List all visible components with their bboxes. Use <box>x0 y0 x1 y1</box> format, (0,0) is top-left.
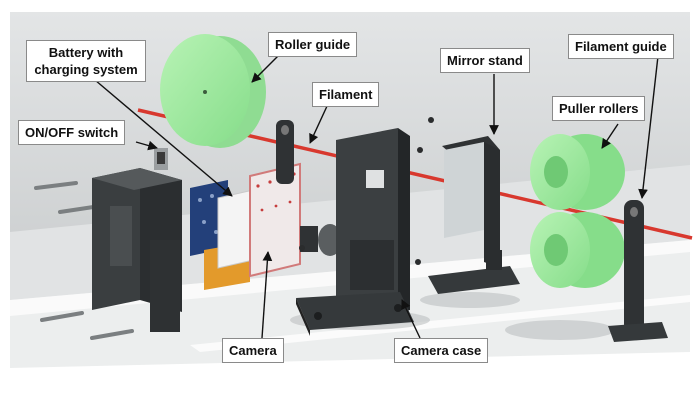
leader-puller-rollers <box>601 123 619 149</box>
leader-camera-case <box>401 299 421 339</box>
puller-rollers-part <box>530 134 625 288</box>
leader-lines <box>94 53 659 339</box>
front-guide-part <box>276 120 294 184</box>
label-filament-guide: Filament guide <box>568 34 674 59</box>
label-filament: Filament <box>312 82 380 107</box>
leader-filament <box>309 103 329 144</box>
label-switch: ON/OFF switch <box>18 120 126 145</box>
switch-part <box>154 148 168 170</box>
label-mirror-stand: Mirror stand <box>440 48 530 73</box>
leader-roller-guide <box>251 53 281 83</box>
leader-camera <box>261 251 273 339</box>
small-screws <box>299 117 434 265</box>
battery-housing-part <box>92 168 182 332</box>
mirror-stand-part <box>428 136 520 294</box>
label-camera: Camera <box>222 338 284 363</box>
camera-case-part <box>296 128 414 336</box>
label-camera-case: Camera case <box>394 338 489 363</box>
label-battery: Battery with charging system <box>26 40 146 82</box>
label-puller-rollers: Puller rollers <box>552 96 646 121</box>
roller-guide-part <box>160 34 266 148</box>
leader-battery <box>94 79 233 197</box>
leader-switch <box>135 140 158 151</box>
filament-guide-part <box>608 200 668 342</box>
label-roller-guide: Roller guide <box>268 32 358 57</box>
leader-filament-guide <box>638 55 659 199</box>
